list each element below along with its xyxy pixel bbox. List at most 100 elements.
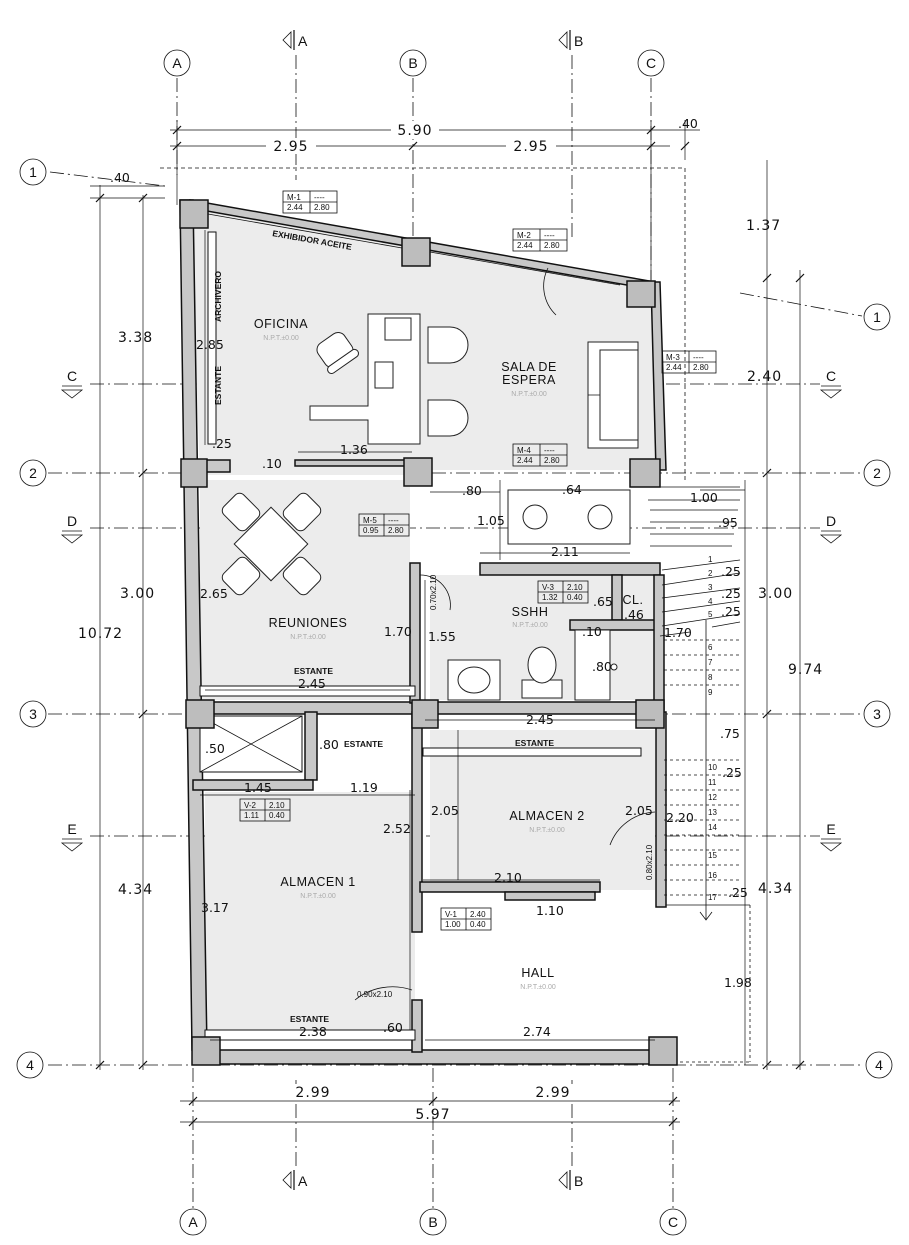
dim-right-a: 1.37 — [746, 218, 781, 234]
grid-tag-b-bottom: B — [419, 1208, 447, 1236]
svg-text:A: A — [298, 1173, 308, 1189]
svg-text:15: 15 — [708, 851, 717, 860]
label-estante-almacen2: ESTANTE — [515, 738, 554, 748]
svg-text:V-3: V-3 — [542, 583, 555, 592]
svg-text:9: 9 — [708, 688, 713, 697]
svg-text:C: C — [668, 1214, 678, 1230]
svg-text:C: C — [67, 368, 77, 384]
svg-text:2.10: 2.10 — [567, 583, 583, 592]
grid-tag-1-right: 1 — [863, 303, 891, 331]
svg-text:.25: .25 — [728, 885, 748, 900]
room-hall: HALL — [521, 966, 554, 980]
svg-text:2.45: 2.45 — [298, 676, 326, 691]
svg-text:V-2: V-2 — [244, 801, 257, 810]
dim-top-left: 2.95 — [273, 139, 308, 155]
cut-a-top: A — [282, 30, 308, 50]
dim-bottom-total: 5.97 — [415, 1107, 450, 1123]
section-e-left: E — [60, 821, 84, 852]
dim-left-offset: .40 — [110, 170, 130, 185]
svg-text:C: C — [826, 368, 836, 384]
svg-text:2: 2 — [873, 465, 881, 481]
dim-left-c: 4.34 — [118, 882, 153, 898]
svg-text:1.11: 1.11 — [244, 811, 260, 820]
svg-text:.60: .60 — [383, 1020, 403, 1035]
svg-text:B: B — [408, 55, 417, 71]
svg-text:2.74: 2.74 — [523, 1024, 551, 1039]
svg-text:M-4: M-4 — [517, 446, 531, 455]
grid-tag-1-left: 1 — [19, 158, 47, 186]
svg-text:1: 1 — [708, 555, 713, 564]
svg-text:----: ---- — [314, 193, 325, 202]
svg-text:.64: .64 — [562, 482, 582, 497]
svg-text:.80: .80 — [592, 659, 612, 674]
svg-text:13: 13 — [708, 808, 717, 817]
label-archivero: ARCHIVERO — [213, 271, 223, 322]
label-estante-vertical: ESTANTE — [213, 366, 223, 405]
svg-text:C: C — [646, 55, 656, 71]
svg-text:.65: .65 — [593, 594, 613, 609]
svg-text:N.P.T.±0.00: N.P.T.±0.00 — [511, 391, 547, 398]
svg-text:2.85: 2.85 — [196, 337, 224, 352]
svg-text:N.P.T.±0.00: N.P.T.±0.00 — [529, 827, 565, 834]
svg-text:2.80: 2.80 — [544, 241, 560, 250]
svg-text:1.70: 1.70 — [664, 625, 692, 640]
section-markers: C C D D E E — [60, 368, 843, 852]
svg-text:N.P.T.±0.00: N.P.T.±0.00 — [520, 984, 556, 991]
room-labels: OFICINA N.P.T.±0.00 SALA DE ESPERA N.P.T… — [254, 317, 643, 991]
internal-dims: 2.85 .25 1.36 .10 .80 .64 1.05 2.11 1.00… — [196, 230, 752, 1041]
dim-top-total: 5.90 — [397, 123, 432, 139]
svg-text:.10: .10 — [262, 456, 282, 471]
svg-text:----: ---- — [388, 516, 399, 525]
svg-text:2.44: 2.44 — [666, 363, 682, 372]
dim-right-total: 9.74 — [788, 662, 823, 678]
svg-text:.80: .80 — [462, 483, 482, 498]
cut-b-bottom: B — [558, 1170, 583, 1190]
svg-text:.25: .25 — [721, 604, 741, 619]
grid-tag-4-right: 4 — [865, 1051, 893, 1079]
room-almacen-1: ALMACEN 1 — [280, 875, 355, 889]
svg-text:3: 3 — [708, 583, 713, 592]
svg-text:1.36: 1.36 — [340, 442, 368, 457]
svg-text:1.05: 1.05 — [477, 513, 505, 528]
svg-text:----: ---- — [693, 353, 704, 362]
svg-text:N.P.T.±0.00: N.P.T.±0.00 — [263, 335, 299, 342]
svg-text:2.05: 2.05 — [431, 803, 459, 818]
svg-text:2.11: 2.11 — [551, 544, 579, 559]
svg-text:17: 17 — [708, 893, 717, 902]
section-c-right: C — [819, 368, 843, 399]
dim-bottom-left: 2.99 — [295, 1085, 330, 1101]
svg-text:3: 3 — [29, 706, 37, 722]
svg-text:3.17: 3.17 — [201, 900, 229, 915]
svg-text:V-1: V-1 — [445, 910, 458, 919]
dim-left-total: 10.72 — [78, 626, 123, 642]
svg-text:2.05: 2.05 — [625, 803, 653, 818]
label-estante-almacen1: ESTANTE — [344, 739, 383, 749]
svg-text:2: 2 — [29, 465, 37, 481]
svg-text:11: 11 — [708, 778, 717, 787]
dim-top-right: 2.95 — [513, 139, 548, 155]
grid-tag-3-left: 3 — [19, 700, 47, 728]
svg-text:1.19: 1.19 — [350, 780, 378, 795]
room-reuniones: REUNIONES — [269, 616, 348, 630]
svg-text:M-2: M-2 — [517, 231, 531, 240]
dim-right-d: 4.34 — [758, 881, 793, 897]
grid-tag-4-left: 4 — [16, 1051, 44, 1079]
svg-text:0.95: 0.95 — [363, 526, 379, 535]
svg-text:2.10: 2.10 — [494, 870, 522, 885]
svg-text:3: 3 — [873, 706, 881, 722]
svg-text:A: A — [298, 33, 308, 49]
svg-text:2.40: 2.40 — [470, 910, 486, 919]
svg-text:0.40: 0.40 — [470, 920, 486, 929]
svg-text:E: E — [826, 821, 835, 837]
svg-text:1.00: 1.00 — [690, 490, 718, 505]
svg-text:.25: .25 — [721, 564, 741, 579]
section-c-left: C — [60, 368, 84, 399]
svg-text:5: 5 — [708, 610, 713, 619]
svg-text:A: A — [172, 55, 182, 71]
svg-text:N.P.T.±0.00: N.P.T.±0.00 — [300, 893, 336, 900]
